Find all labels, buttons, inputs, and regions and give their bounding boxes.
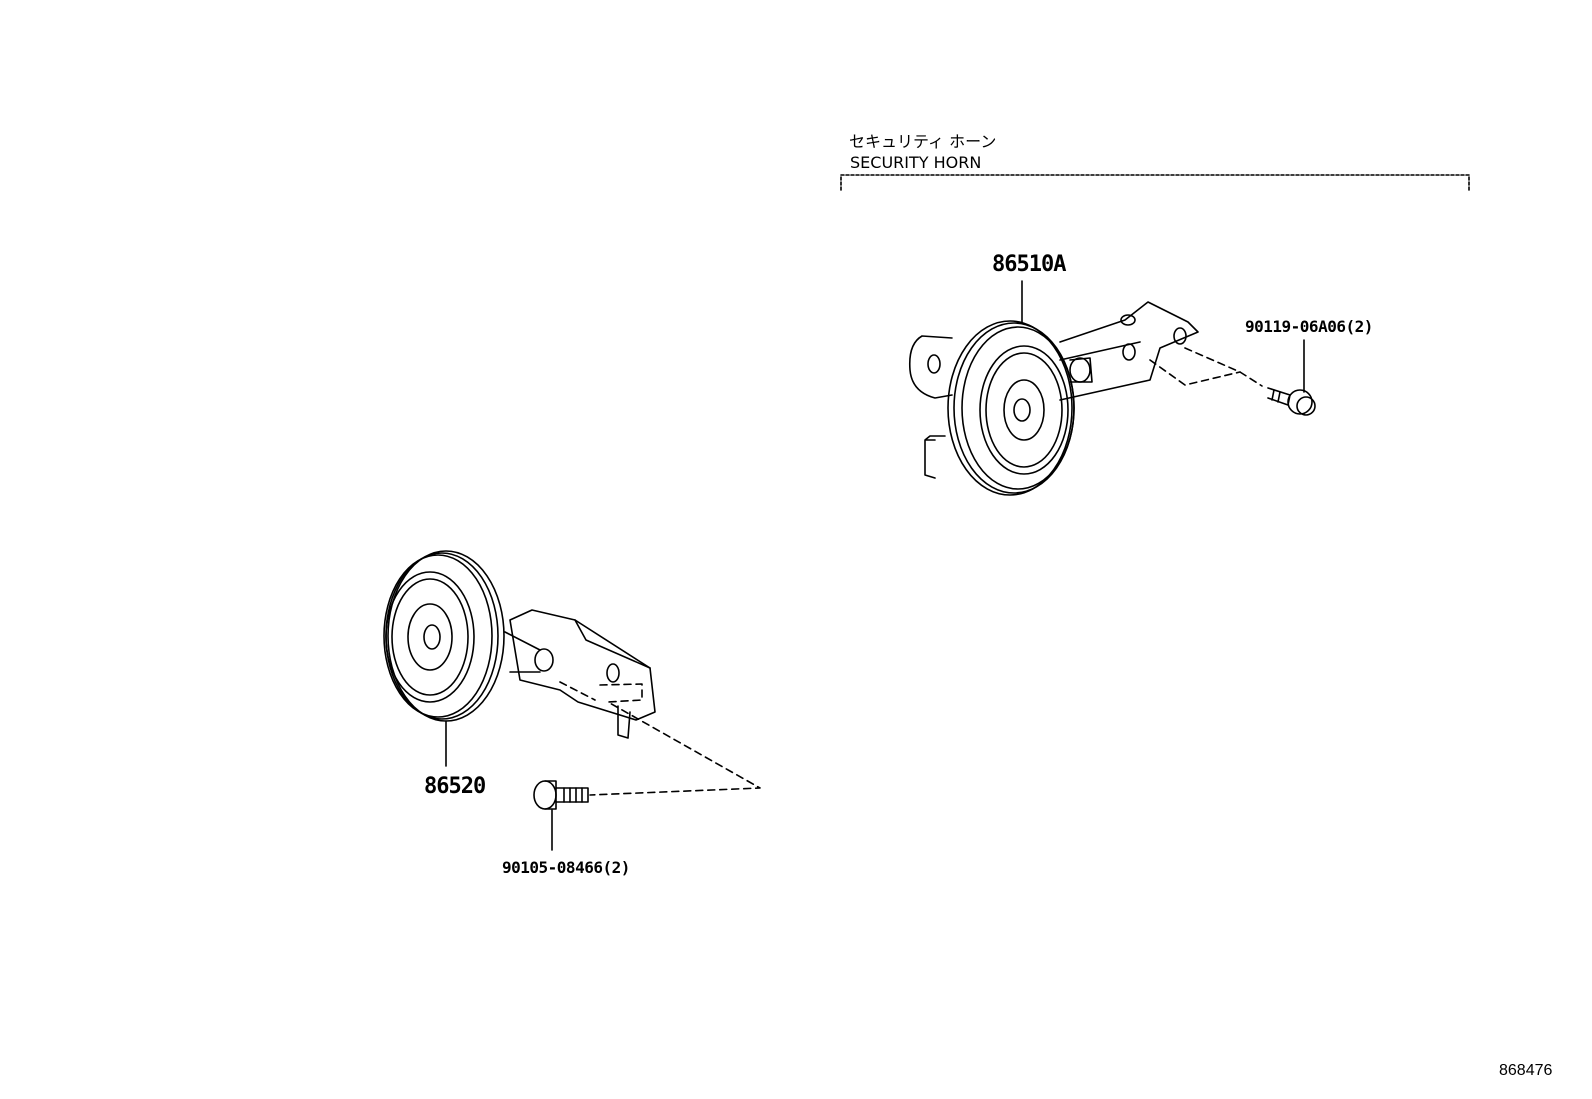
assembly-line [559,681,761,796]
diagram-reference-number: 868476 [1499,1062,1553,1079]
section-title-en: SECURITY HORN [850,153,982,172]
horn-86510a-drawing [908,280,1316,496]
assembly-line [1149,347,1263,387]
part-label-86520[interactable]: 86520 [424,774,486,799]
horn-86520-drawing [383,550,761,851]
horn-bracket [1059,301,1199,401]
part-label-90105-08466[interactable]: 90105-08466(2) [502,858,630,877]
part-label-86510a[interactable]: 86510A [992,252,1066,277]
horn-bracket [509,609,656,721]
section-bracket [840,174,1470,191]
section-title-jp: セキュリティ ホーン [849,132,997,151]
bolt-90119-06a06-drawing [1267,339,1316,416]
bolt-90105-08466-drawing [533,780,589,851]
part-label-90119-06a06[interactable]: 90119-06A06(2) [1245,317,1373,336]
